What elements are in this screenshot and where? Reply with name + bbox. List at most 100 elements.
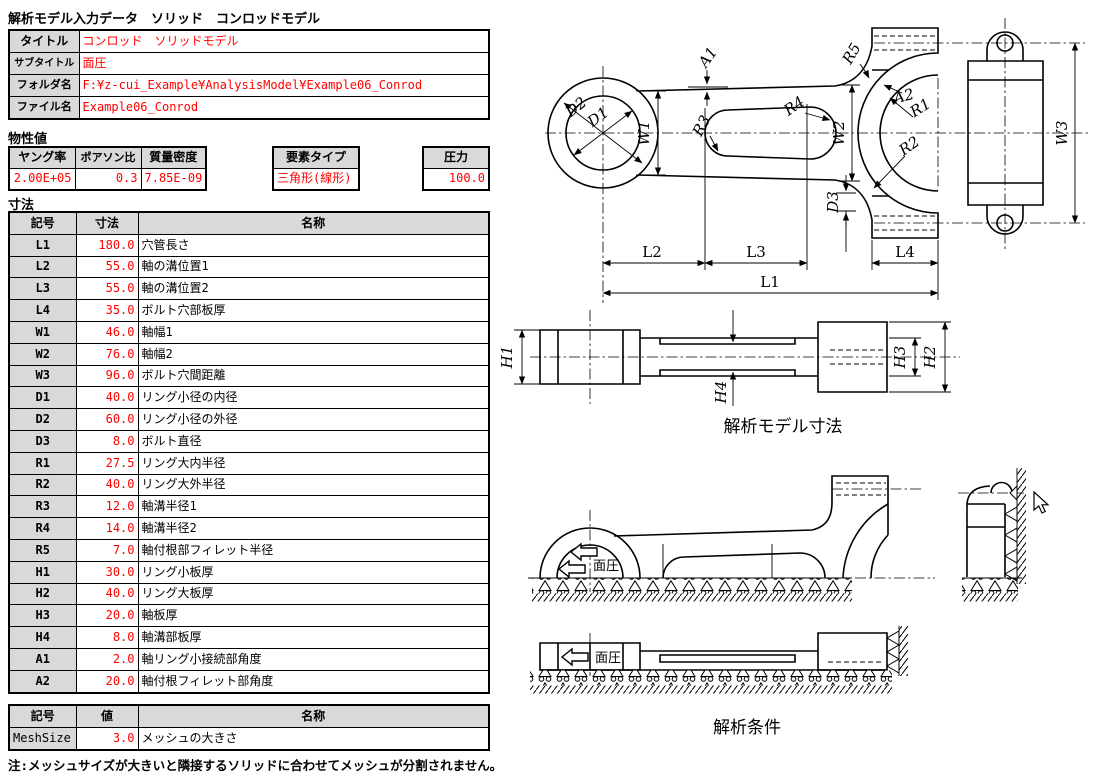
dim-value-cell[interactable]: 20.0: [75, 604, 139, 628]
condition-plan-drawing: 面圧: [528, 468, 1050, 602]
flange-edges: [872, 69, 889, 197]
bottom-bolt-hole: [996, 214, 1014, 232]
table-row: 100.0: [422, 168, 490, 191]
table-row: サブタイトル 面圧: [8, 52, 490, 75]
r2-label: R2: [895, 133, 923, 160]
a2-leader: [883, 84, 903, 94]
fixture-lug: [990, 481, 1013, 494]
wall-hatch: [899, 626, 908, 676]
dim-symbol-cell: A1: [8, 647, 77, 671]
element-type-table: 要素タイプ 三角形(線形): [272, 146, 360, 191]
pressure-table: 圧力 100.0: [422, 146, 490, 191]
half-outline-top: [613, 475, 889, 537]
big-end-inner-arc: [879, 74, 939, 192]
title-label-cell: タイトル: [8, 29, 80, 53]
dim-value-cell[interactable]: 180.0: [75, 233, 139, 257]
mesh-name-header: 名称: [137, 704, 490, 728]
big-end-block: [817, 632, 888, 671]
roller-supports: [530, 670, 892, 686]
dim-value-cell[interactable]: 55.0: [75, 277, 139, 301]
young-modulus-value[interactable]: 2.00E+05: [8, 168, 76, 191]
a1-label: A1: [694, 44, 722, 73]
condition-side-drawing: 面圧 解析条件: [530, 626, 908, 738]
page-title: 解析モデル入力データ ソリッド コンロッドモデル: [8, 12, 321, 27]
r2-leader: [873, 155, 906, 189]
dim-value-cell[interactable]: 40.0: [75, 473, 139, 497]
dim-symbol-cell: D2: [8, 408, 77, 431]
dim-value-cell[interactable]: 96.0: [75, 364, 139, 388]
dim-value-cell[interactable]: 46.0: [75, 320, 139, 344]
fixture-body: [966, 485, 1006, 577]
a2-label: A2: [890, 85, 916, 108]
pressure-label: 面圧: [593, 559, 619, 574]
dim-value-cell[interactable]: 55.0: [75, 255, 139, 279]
dimension-section-title: 寸法: [8, 198, 35, 213]
dim-name-cell: 穴管長さ: [137, 233, 490, 257]
groove-outline: [659, 654, 796, 663]
dim-value-cell[interactable]: 8.0: [75, 626, 139, 649]
pressure-value[interactable]: 100.0: [422, 168, 490, 191]
dim-symbol-cell: H4: [8, 626, 77, 649]
mesh-symbol-cell: MeshSize: [8, 726, 77, 751]
dim-value-cell[interactable]: 12.0: [75, 495, 139, 519]
file-value-cell[interactable]: Example06_Conrod: [78, 96, 490, 120]
fixed-supports: [886, 630, 900, 674]
value-col-header: 寸法: [75, 211, 139, 235]
dim-name-cell: リング小径の外径: [137, 408, 490, 431]
h4-label: H4: [712, 381, 730, 405]
h2-label: H2: [921, 346, 939, 370]
dim-value-cell[interactable]: 35.0: [75, 299, 139, 322]
table-header-row: 記号 値 名称: [8, 704, 490, 728]
end-view-body: [967, 60, 1044, 206]
element-type-value[interactable]: 三角形(線形): [272, 168, 360, 191]
dim-symbol-cell: R3: [8, 495, 77, 519]
dim-value-cell[interactable]: 8.0: [75, 429, 139, 453]
dim-value-cell[interactable]: 20.0: [75, 669, 139, 694]
material-section-title: 物性値: [8, 132, 48, 147]
poisson-value[interactable]: 0.3: [74, 168, 142, 191]
dim-value-cell[interactable]: 7.0: [75, 538, 139, 562]
mesh-table: 記号 値 名称 MeshSize 3.0 メッシュの大きさ: [8, 704, 490, 751]
dim-name-cell: 軸溝部板厚: [137, 626, 490, 649]
dim-symbol-cell: L2: [8, 255, 77, 279]
half-ring-outer: [539, 527, 641, 579]
dim-value-cell[interactable]: 2.0: [75, 647, 139, 671]
dim-name-cell: 軸の溝位置1: [137, 255, 490, 279]
dim-value-cell[interactable]: 30.0: [75, 560, 139, 584]
folder-value-cell[interactable]: F:¥z-cui_Example¥AnalysisModel¥Example06…: [78, 74, 490, 97]
table-row: 圧力: [422, 146, 490, 169]
dim-name-cell: リング小径の内径: [137, 386, 490, 410]
mesh-value-cell[interactable]: 3.0: [75, 726, 139, 751]
title-value-cell[interactable]: コンロッド ソリッドモデル: [78, 29, 490, 53]
dim-value-cell[interactable]: 14.0: [75, 517, 139, 540]
table-row: MeshSize 3.0 メッシュの大きさ: [8, 726, 490, 751]
big-end-arcs: [842, 503, 889, 579]
side-view-drawing: H1 H4 H3 H2 解析モデル寸法: [500, 310, 960, 437]
dim-value-cell[interactable]: 40.0: [75, 582, 139, 606]
dim-name-cell: 軸溝半径2: [137, 517, 490, 540]
dim-symbol-cell: R1: [8, 451, 77, 475]
subtitle-value-cell[interactable]: 面圧: [78, 52, 490, 75]
subtitle-label-cell: サブタイトル: [8, 52, 80, 75]
conrod-outline: [637, 27, 939, 239]
dim-symbol-cell: L3: [8, 277, 77, 301]
dim-value-cell[interactable]: 60.0: [75, 408, 139, 431]
dim-value-cell[interactable]: 76.0: [75, 342, 139, 366]
l2-label: L2: [642, 243, 662, 261]
density-value[interactable]: 7.85E-09: [140, 168, 207, 191]
dim-value-cell[interactable]: 27.5: [75, 451, 139, 475]
dim-value-cell[interactable]: 40.0: [75, 386, 139, 410]
table-row: タイトル コンロッド ソリッドモデル: [8, 29, 490, 53]
poisson-header: ポアソン比: [74, 146, 142, 169]
dim-symbol-cell: L1: [8, 233, 77, 257]
r1-leader: [889, 97, 914, 118]
